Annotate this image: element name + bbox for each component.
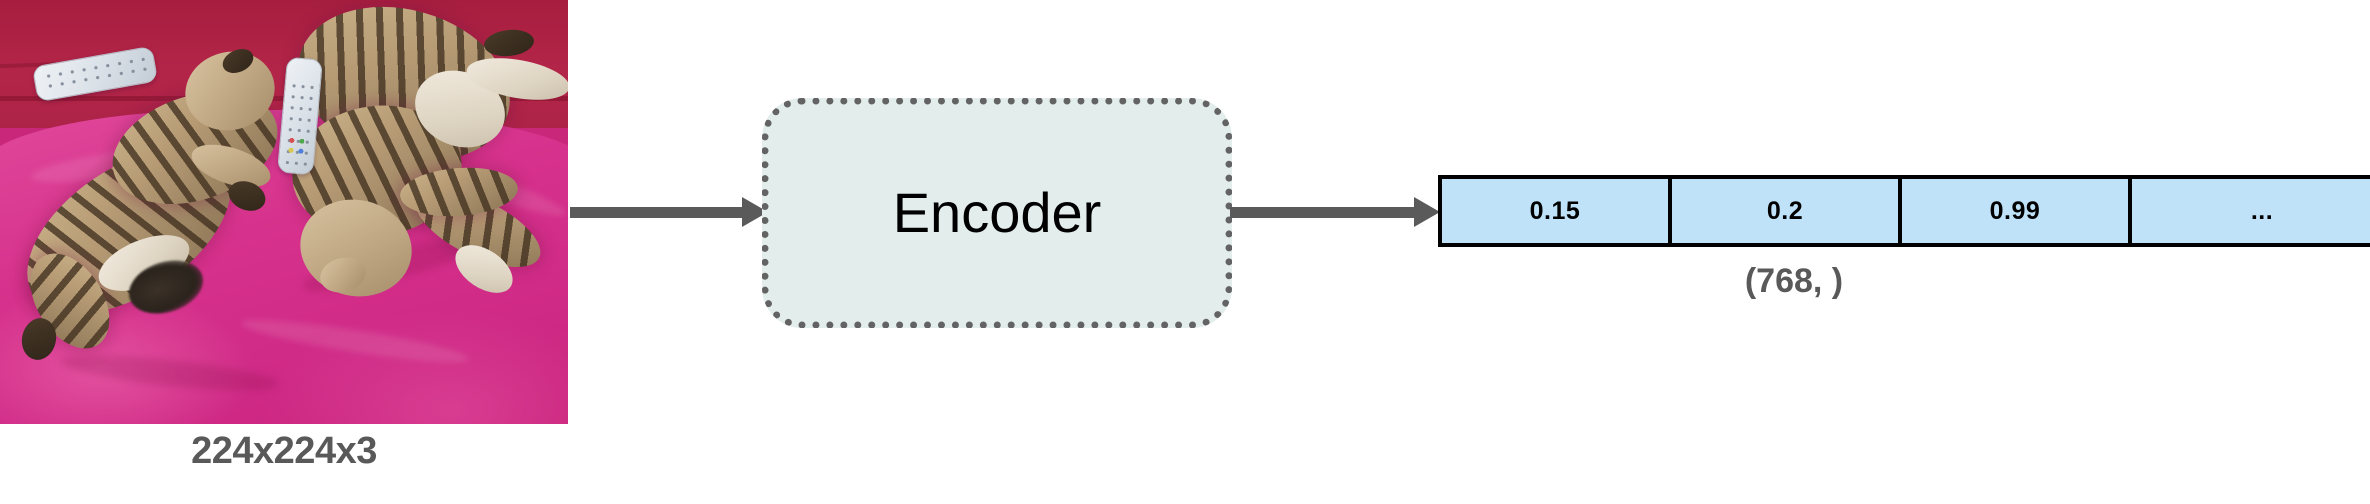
arrow-shaft [1230,207,1418,218]
arrow-head-icon [1414,197,1440,227]
vector-shape-label: (768, ) [1744,262,1844,300]
vector-cell: 0.15 [1442,179,1672,243]
vector-cell-ellipsis: ... [2132,179,2370,243]
vector-cell: 0.99 [1902,179,2132,243]
arrow-shaft [570,207,746,218]
vector-cell: 0.2 [1672,179,1902,243]
encoder-label: Encoder [892,181,1102,244]
embedding-vector: 0.15 0.2 0.99 ... [1438,175,2370,247]
arrow-image-to-encoder [570,197,770,227]
arrow-encoder-to-vector [1230,197,1442,227]
remote-color-buttons [285,135,310,162]
input-shape-label: 224x224x3 [191,430,377,472]
input-image [0,0,568,424]
encoder-node[interactable]: Encoder [762,98,1232,328]
